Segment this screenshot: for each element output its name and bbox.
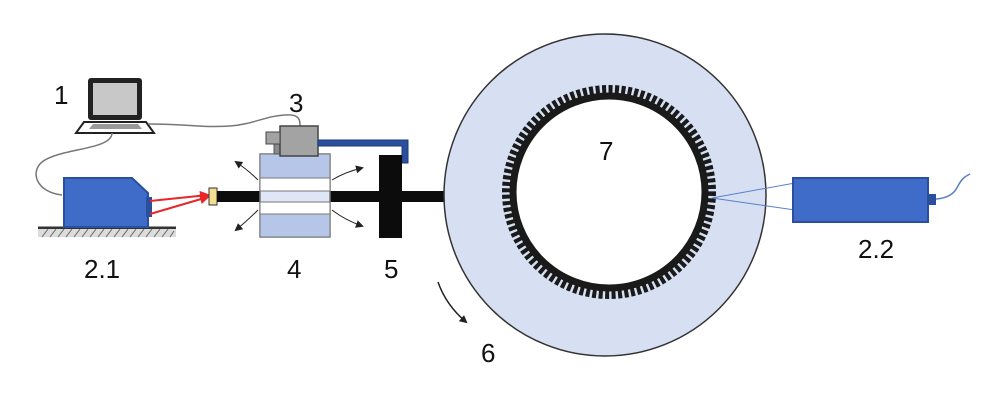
disc-clamp (379, 155, 402, 238)
label-actuator: 3 (289, 88, 303, 118)
gear-ring-teeth (502, 85, 716, 299)
laser-beams (149, 190, 210, 215)
label-rotation: 6 (481, 338, 495, 368)
laser-source-box (63, 177, 149, 228)
cable-computer-to-laser (35, 132, 113, 196)
air-flow-arrows (234, 160, 364, 232)
cable-computer-to-actuator (147, 114, 301, 128)
gear-ring (509, 92, 709, 292)
label-laser-source: 2.1 (84, 254, 120, 284)
label-computer: 1 (54, 80, 68, 110)
optical-target (208, 187, 218, 206)
receiver-connector (928, 194, 936, 205)
receiver-beams (711, 182, 796, 211)
laser-aperture (146, 197, 152, 217)
receiver-cable (935, 173, 971, 200)
label-disc-clamp: 5 (384, 254, 398, 284)
laptop-icon (74, 78, 156, 134)
label-bearing-block: 4 (287, 254, 301, 284)
bearing-block (259, 153, 331, 238)
laser-receiver-box (792, 177, 929, 223)
ground-hatch-icon (38, 226, 176, 238)
label-gear-ring: 7 (599, 136, 613, 166)
curved-arrow-icon (437, 281, 468, 324)
label-laser-receiver: 2.2 (858, 234, 894, 264)
actuator (265, 125, 409, 164)
shaft (217, 191, 465, 202)
